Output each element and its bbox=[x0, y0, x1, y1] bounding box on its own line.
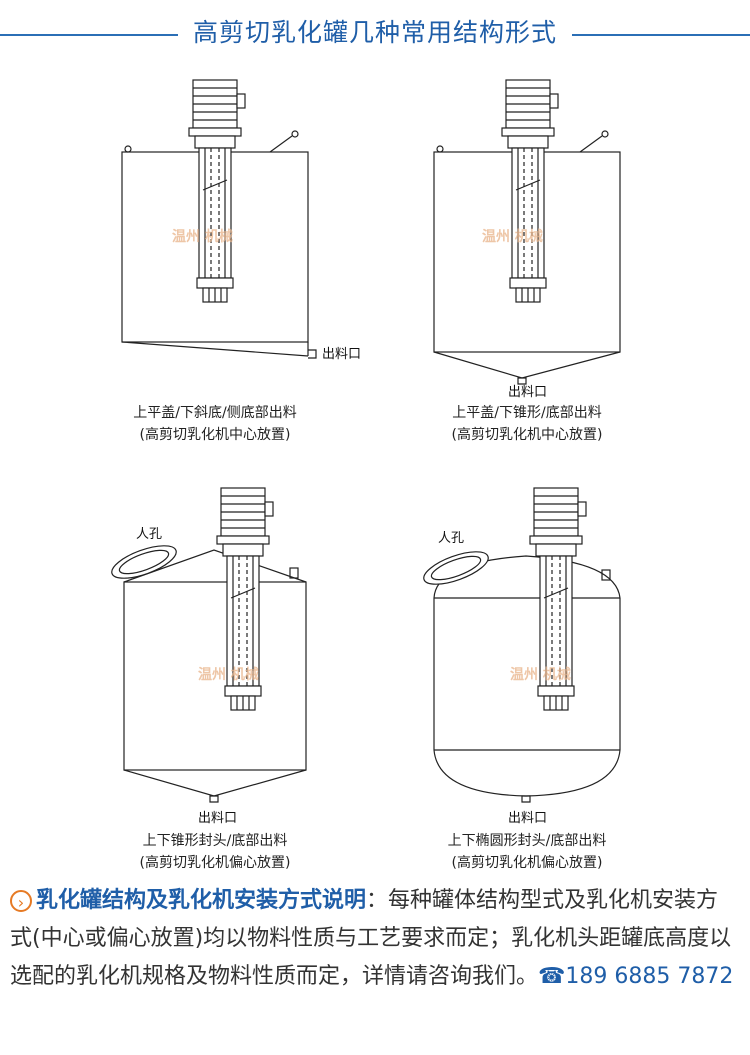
outlet-label-1: 出料口 bbox=[322, 347, 361, 362]
title-bar: 高剪切乳化罐几种常用结构形式 bbox=[0, 8, 750, 48]
title-rule-left bbox=[0, 34, 178, 36]
title-rule-right bbox=[572, 34, 750, 36]
description: ›乳化罐结构及乳化机安装方式说明：每种罐体结构型式及乳化机安装方式(中心或偏心放… bbox=[10, 882, 740, 996]
chevron-right-icon: › bbox=[10, 890, 32, 912]
manhole-label-3: 人孔 bbox=[136, 527, 162, 542]
outlet-label-2: 出料口 bbox=[508, 385, 547, 400]
page-title: 高剪切乳化罐几种常用结构形式 bbox=[192, 18, 557, 47]
caption-2-line2: (高剪切乳化机中心放置) bbox=[451, 427, 603, 443]
caption-1-line2: (高剪切乳化机中心放置) bbox=[139, 427, 291, 443]
outlet-label-3: 出料口 bbox=[198, 811, 237, 826]
tank-diagrams: 出料口 出料口 人孔 出料口 人孔 出料口 bbox=[111, 79, 621, 826]
caption-3-line1: 上下锥形封头/底部出料 bbox=[142, 833, 288, 849]
caption-panel-4: 上下椭圆形封头/底部出料 (高剪切乳化机偏心放置) bbox=[402, 830, 652, 874]
outlet-label-4: 出料口 bbox=[508, 811, 547, 826]
manhole-label-4: 人孔 bbox=[438, 531, 464, 546]
caption-panel-2: 上平盖/下锥形/底部出料 (高剪切乳化机中心放置) bbox=[402, 402, 652, 446]
phone-number[interactable]: 189 6885 7872 bbox=[565, 964, 734, 989]
tank-panel-1 bbox=[121, 79, 317, 359]
phone-icon: ☎ bbox=[538, 964, 566, 989]
watermark-2: 温州 机械 bbox=[482, 229, 543, 245]
watermark-4: 温州 机械 bbox=[510, 667, 571, 683]
tank-panel-4 bbox=[423, 487, 621, 803]
caption-4-line1: 上下椭圆形封头/底部出料 bbox=[447, 833, 607, 849]
caption-panel-3: 上下锥形封头/底部出料 (高剪切乳化机偏心放置) bbox=[90, 830, 340, 874]
caption-4-line2: (高剪切乳化机偏心放置) bbox=[451, 855, 603, 871]
description-heading: 乳化罐结构及乳化机安装方式说明 bbox=[36, 888, 367, 913]
caption-3-line2: (高剪切乳化机偏心放置) bbox=[139, 855, 291, 871]
watermark-3: 温州 机械 bbox=[198, 667, 259, 683]
caption-2-line1: 上平盖/下锥形/底部出料 bbox=[452, 405, 602, 421]
watermark-1: 温州 机械 bbox=[172, 229, 233, 245]
description-body: ：每种罐体结构型式及乳化机安装方式(中心或偏心放置)均以物料性质与工艺要求而定；… bbox=[10, 888, 732, 989]
tank-panel-2 bbox=[433, 79, 621, 385]
caption-panel-1: 上平盖/下斜底/侧底部出料 (高剪切乳化机中心放置) bbox=[90, 402, 340, 446]
caption-1-line1: 上平盖/下斜底/侧底部出料 bbox=[133, 405, 297, 421]
tank-panel-3 bbox=[111, 487, 307, 803]
